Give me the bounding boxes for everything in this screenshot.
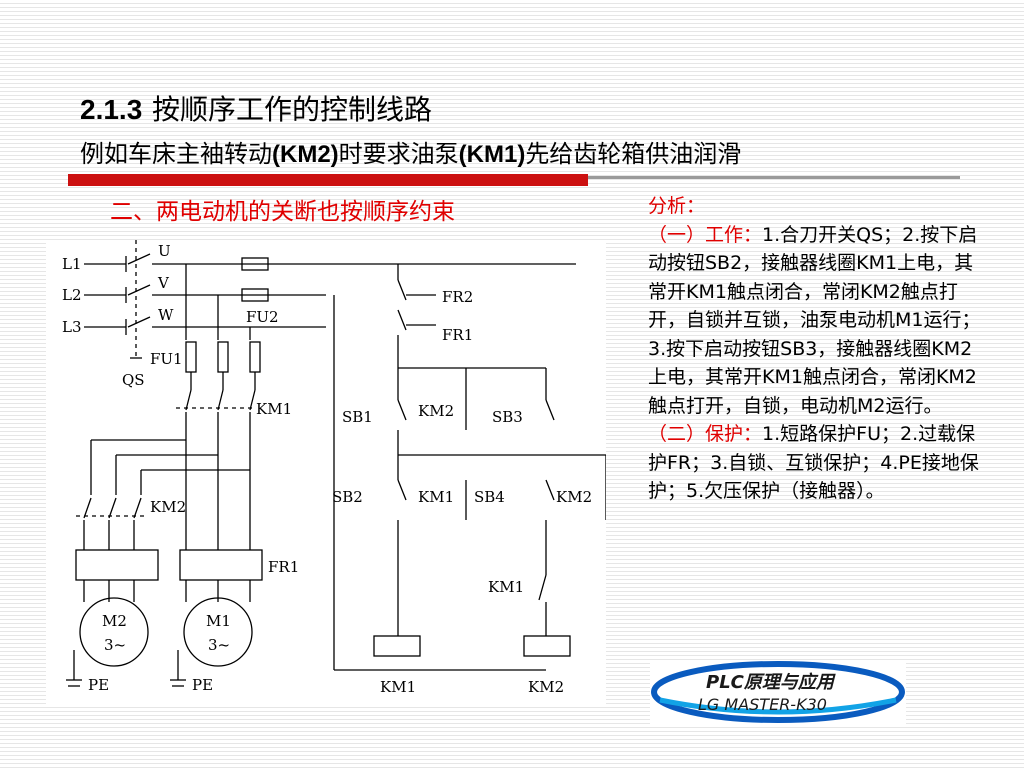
motor-type-m1: 3~ (208, 636, 230, 654)
diagram-caption: 二、两电动机的关断也按顺序约束 (110, 199, 455, 225)
subtitle-part: 先给齿轮箱供油润滑 (525, 140, 742, 168)
line-label-l1: L1 (62, 255, 82, 273)
contact-label-km1-aux: KM1 (418, 488, 454, 506)
section-number: 2.1.3 (80, 94, 143, 125)
ground-label-2: PE (192, 676, 213, 694)
contact-label-km2-main: KM2 (150, 498, 186, 516)
line-label-l3: L3 (62, 318, 82, 336)
phase-label-w: W (158, 306, 174, 324)
title-underline-red (68, 174, 588, 186)
circuit-diagram: L1 L2 L3 QS U V W FU2 FU1 KM1 KM2 FR1 M2… (46, 240, 606, 706)
contact-label-km2-aux: KM2 (556, 488, 592, 506)
section-subtitle: 例如车床主袖转动(KM2)时要求油泵(KM1)先给齿轮箱供油润滑 (80, 134, 741, 169)
button-label-sb4: SB4 (474, 488, 505, 506)
coil-label-km1: KM1 (380, 678, 416, 696)
motor-m1 (183, 597, 253, 667)
relay-label-fr2: FR2 (442, 288, 473, 306)
protect-title: （二）保护： (648, 423, 763, 445)
supply-lines: L1 L2 L3 QS U V W (62, 240, 576, 389)
subtitle-part: 时要求油泵 (338, 140, 459, 168)
motor-label-m2: M2 (102, 612, 127, 630)
fuse-label-fu2: FU2 (246, 308, 279, 326)
button-label-sb2: SB2 (332, 488, 363, 506)
coil-km2 (523, 635, 571, 657)
work-text: 1.合刀开关QS；2.按下启动按钮SB2，接触器线圈KM1上电，其常开KM1触点… (648, 223, 981, 417)
motor-m2 (79, 597, 149, 667)
motor-label-m1: M1 (206, 612, 231, 630)
switch-label-qs: QS (122, 371, 145, 389)
logo-line2: LG MASTER-K30 (698, 695, 827, 714)
protect-text: 1.短路保护FU；2.过载保护FR；3.自锁、互锁保护；4.PE接地保护；5.欠… (648, 423, 979, 502)
subtitle-part: (KM2) (272, 141, 339, 168)
relay-label-fr1-ctrl: FR1 (442, 326, 473, 344)
coil-km1 (373, 635, 421, 657)
contact-label-km1-main: KM1 (256, 400, 292, 418)
coil-label-km2: KM2 (528, 678, 564, 696)
contact-label-km1-series: KM1 (488, 578, 524, 596)
analysis-panel: 分析： （一）工作：1.合刀开关QS；2.按下启动按钮SB2，接触器线圈KM1上… (648, 192, 988, 506)
logo-line1: PLC原理与应用 (706, 672, 836, 693)
work-title: （一）工作： (648, 223, 763, 246)
phase-label-u: U (158, 242, 171, 260)
subtitle-part: (KM1) (458, 141, 526, 168)
relay-label-fr1: FR1 (268, 558, 299, 576)
subtitle-part: 例如车床主袖转动 (80, 140, 272, 168)
button-label-sb3: SB3 (492, 408, 523, 426)
fuse-label-fu1: FU1 (150, 350, 183, 368)
analysis-label: 分析： (648, 195, 706, 217)
line-label-l2: L2 (62, 286, 82, 304)
plc-logo: PLC原理与应用 LG MASTER-K30 (650, 660, 906, 724)
section-title: 按顺序工作的控制线路 (152, 93, 433, 126)
section-heading: 2.1.3 按顺序工作的控制线路 (80, 88, 432, 128)
motor-type-m2: 3~ (104, 636, 126, 654)
title-underline-gray (588, 176, 960, 179)
button-label-sb1: SB1 (342, 408, 373, 426)
ground-label-1: PE (88, 676, 109, 694)
work-paragraph: （一）工作：1.合刀开关QS；2.按下启动按钮SB2，接触器线圈KM1上电，其常… (648, 221, 988, 421)
protect-paragraph: （二）保护：1.短路保护FU；2.过载保护FR；3.自锁、互锁保护；4.PE接地… (648, 420, 988, 506)
phase-label-v: V (157, 274, 170, 292)
contact-label-km2-nc: KM2 (418, 402, 454, 420)
